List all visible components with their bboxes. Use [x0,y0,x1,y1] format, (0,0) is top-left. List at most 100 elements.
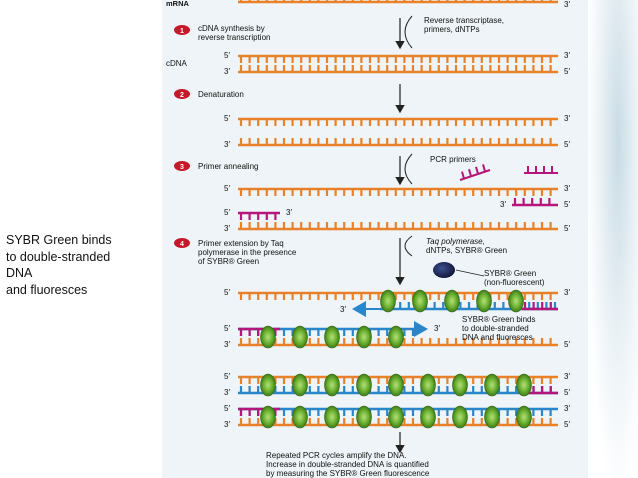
amp1-dye-3 [324,373,340,397]
step3-line1: Primer annealing [198,162,258,171]
step3-badge [174,161,190,171]
anneal-bottom-primer-5prime: 5′ [224,208,230,217]
ext1-dye-1 [380,289,396,313]
amp2-dye-8 [484,405,500,429]
mrna-label: mRNA [166,0,190,8]
denat-top-3prime: 3′ [564,114,570,123]
cdna-bottom-strand [238,65,558,74]
side-caption: SYBR Green binds to double-stranded DNA … [6,232,156,298]
anneal-bottom-5prime: 5′ [564,224,570,233]
ext1-dye-2 [412,289,428,313]
cdna-bottom-3prime: 3′ [224,67,230,76]
denat-bottom-5prime: 5′ [564,140,570,149]
anneal-top-primer-5prime: 5′ [564,200,570,209]
sybr-nonfluorescent-pointer [455,269,485,277]
rt-reagent-line1: Reverse transcriptase, [424,16,504,25]
floating-primer-1-base [461,171,465,179]
ext1-dye-3 [444,289,460,313]
step3-badge-num: 3 [180,164,184,171]
anneal-top-5prime: 5′ [224,184,230,193]
ext2-dye-5 [388,325,404,349]
cdna-bottom-5prime: 5′ [564,67,570,76]
denat-top-5prime: 5′ [224,114,230,123]
anneal-bottom-primer-3prime: 3′ [286,208,292,217]
ext2-dye-1 [260,325,276,349]
sybr-nonfluor-line1: SYBR® Green [484,269,536,278]
floating-primer-1-base [475,166,479,175]
ext2-dye-2 [292,325,308,349]
anneal-top-primer-3prime: 3′ [500,200,506,209]
step1-bracket [404,15,413,49]
ext2-dye-3 [324,325,340,349]
footer-line2: Increase in double-stranded DNA is quant… [266,460,429,469]
step4-line1: Primer extension by Taq [198,239,284,248]
cdna-label: cDNA [166,59,188,68]
floating-primer-1 [459,164,491,181]
ext1-dye-5 [508,289,524,313]
amp2-bottom-3prime: 3′ [224,420,230,429]
floating-primer-1-base [468,168,472,177]
anneal-bottom-primer [238,211,280,220]
denat-bottom-strand [238,138,558,147]
amp1-dye-8 [484,373,500,397]
caption-line-3: DNA [6,266,33,280]
sybr-nonfluorescent-dye [433,262,455,278]
ext2-bottom-3prime: 3′ [224,340,230,349]
amp2-dye-3 [324,405,340,429]
ext2-top-5prime: 5′ [224,324,230,333]
amp2-dye-2 [292,405,308,429]
step1-line2: reverse transcription [198,33,270,42]
mrna-3prime: 3′ [564,0,570,9]
step2-line1: Denaturation [198,90,244,99]
amp1-dye-1 [260,373,276,397]
sybr-nonfluor-line2: (non-fluorescent) [484,278,545,287]
caption-line-1: SYBR Green binds [6,233,112,247]
ext2-dye-4 [356,325,372,349]
amp2-dye-6 [420,405,436,429]
cdna-top-strand [238,54,558,63]
amp2-dye-5 [388,405,404,429]
ext1-top-3prime: 3′ [564,288,570,297]
sybr-binds-line2: to double-stranded [462,324,529,333]
step4-bracket [404,235,413,257]
anneal-top-primer [512,198,558,207]
amp2-dye-7 [452,405,468,429]
anneal-top-3prime: 3′ [564,184,570,193]
caption-line-4: and fluoresces [6,282,88,297]
footer-line1: Repeated PCR cycles amplify the DNA. [266,451,407,460]
amp2-top-5prime: 5′ [224,404,230,413]
amp1-dye-6 [420,373,436,397]
step4-badge [174,238,190,248]
sybr-binds-line3: DNA and fluoresces [462,333,533,342]
amp1-dye-9 [516,373,532,397]
anneal-bottom-strand [238,222,558,231]
ext2-bottom-5prime: 5′ [564,340,570,349]
amp2-top-3prime: 3′ [564,404,570,413]
step2-badge [174,89,190,99]
anneal-top-strand [238,187,558,196]
background-texture [588,0,638,478]
step4-line3: of SYBR® Green [198,257,259,266]
ext1-dye-4 [476,289,492,313]
cdna-top-3prime: 3′ [564,51,570,60]
amp1-bottom-5prime: 5′ [564,388,570,397]
floating-primer-1-backbone [459,169,491,181]
cdna-top-5prime: 5′ [224,51,230,60]
footer-line3: by measuring the SYBR® Green fluorescenc… [266,469,430,478]
floating-primer-2 [524,166,558,174]
caption-line-2: to double-stranded [6,249,111,264]
step4-line2: polymerase in the presence [198,248,297,257]
amp2-dye-4 [356,405,372,429]
amp1-dye-7 [452,373,468,397]
step1-badge [174,25,190,35]
taq-reagent-line2: dNTPs, SYBR® Green [426,246,507,255]
step3-bracket [404,153,413,185]
amp1-bottom-3prime: 3′ [224,388,230,397]
amp1-top-3prime: 3′ [564,372,570,381]
rt-reagent-line2: primers, dNTPs [424,25,480,34]
floating-primer-1-base [482,164,486,172]
